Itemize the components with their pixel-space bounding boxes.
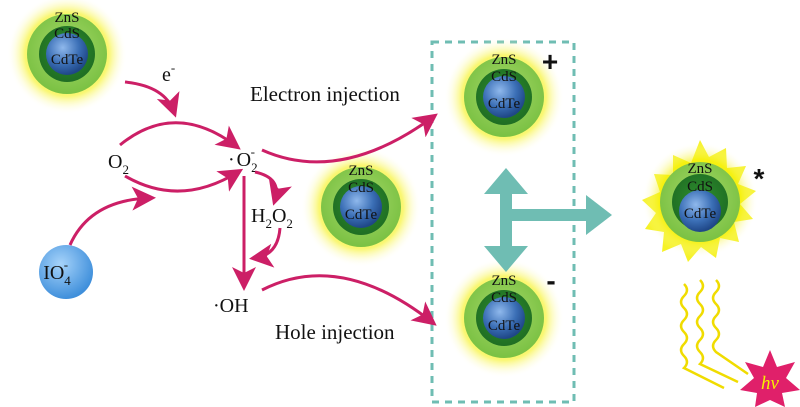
- horizontal-arrow-shaft: [512, 209, 588, 221]
- qd-shell-cds-label: CdS: [687, 179, 713, 195]
- qd-shell-zns-label: ZnS: [491, 52, 516, 68]
- qd-core-label: CdTe: [488, 96, 521, 112]
- qd-core-label: CdTe: [345, 207, 378, 223]
- qd-core-label: CdTe: [488, 318, 521, 334]
- quantum-dot-top-left: ZnS CdS CdTe: [7, 0, 127, 114]
- arrow-down-head: [484, 246, 528, 272]
- quantum-dot-center: ZnS CdS CdTe: [301, 147, 421, 267]
- reaction-arrows: [68, 80, 438, 326]
- emission-burst: hv: [740, 350, 800, 407]
- photon-burst-icon: [740, 350, 800, 407]
- qd-shell-zns-label: ZnS: [491, 273, 516, 289]
- photon-emission-waves: [679, 279, 749, 390]
- arrow-hydroxyl-to-negative-qd: [261, 274, 437, 326]
- electron-label: e-: [162, 60, 175, 86]
- arrow-oxygen-to-superoxide: [119, 121, 241, 150]
- qd-shell-cds-label: CdS: [491, 69, 517, 85]
- hole-injection-caption: Hole injection: [275, 320, 395, 344]
- qd-shell-cds-label: CdS: [491, 290, 517, 306]
- electron-injection-caption: Electron injection: [250, 82, 400, 106]
- arrow-electron-to-qd: [124, 80, 180, 118]
- iodate-label: IO4-: [43, 257, 71, 288]
- arrow-superoxide-to-positive-qd: [261, 113, 438, 164]
- arrow-peroxide-to-hydroxyl: [249, 227, 282, 268]
- peroxide-label: H2O2: [251, 205, 293, 231]
- iodate-species: IO4-: [39, 245, 93, 299]
- qd-shell-zns-label: ZnS: [687, 161, 712, 177]
- superoxide-label: ·O2-: [228, 144, 258, 175]
- quantum-dot-positive: ZnS CdS CdTe +: [444, 37, 564, 157]
- teal-recombination-arrows: [484, 168, 612, 272]
- quantum-dot-negative: ZnS CdS CdTe -: [444, 258, 564, 378]
- vertical-arrow-shaft: [500, 190, 512, 250]
- emission-label: hv: [761, 373, 780, 394]
- arrow-oxygen-lower: [124, 168, 244, 193]
- arrow-superoxide-to-peroxide: [254, 170, 292, 206]
- arrow-right-head: [586, 195, 612, 235]
- oxygen-label: O2: [108, 151, 129, 177]
- arrow-iodate-to-oxygen: [68, 186, 156, 246]
- qd-shell-cds-label: CdS: [54, 26, 80, 42]
- qd-core-label: CdTe: [51, 52, 84, 68]
- iodate-ball: [39, 245, 93, 299]
- arrow-up-head: [484, 168, 528, 194]
- excited-state-star: *: [754, 163, 765, 194]
- positive-charge-sign: +: [542, 46, 558, 77]
- qd-shell-zns-label: ZnS: [54, 10, 79, 26]
- qd-core-label: CdTe: [684, 206, 717, 222]
- hydroxyl-label: ·OH: [213, 295, 249, 317]
- negative-charge-sign: -: [546, 265, 555, 296]
- qd-shell-zns-label: ZnS: [348, 163, 373, 179]
- quantum-dot-excited: ZnS CdS CdTe *: [642, 140, 765, 262]
- qd-shell-cds-label: CdS: [348, 180, 374, 196]
